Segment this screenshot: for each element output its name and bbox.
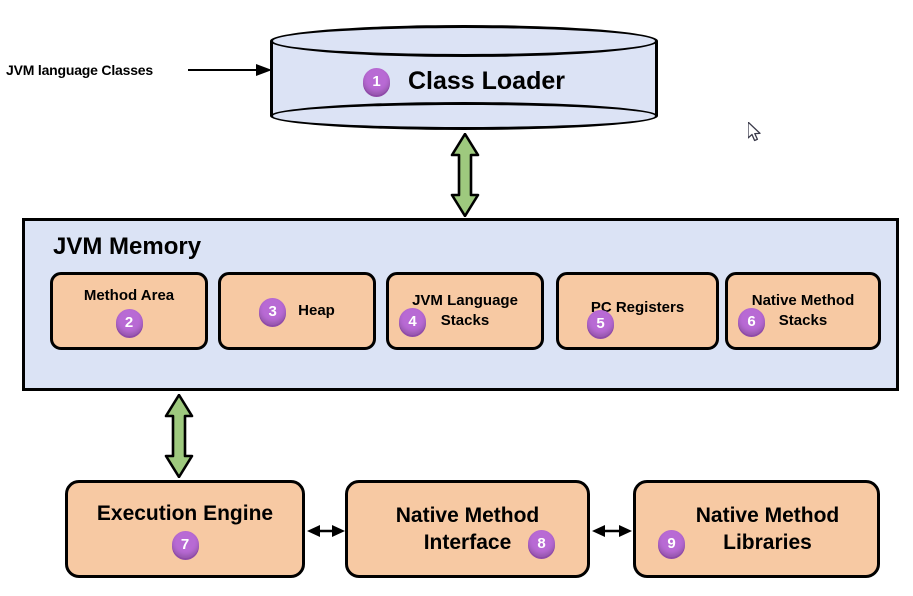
native-method-stacks-label-line2: Stacks [778, 312, 828, 329]
class-loader-memory-arrow [450, 133, 480, 217]
badge-2: 2 [115, 308, 143, 336]
memory-boxes-row: Method Area 2 3 Heap JVM Language Stacks [25, 272, 896, 352]
native-method-stacks-label-line1: Native Method [751, 291, 855, 309]
method-area-content: Method Area 2 [53, 275, 205, 347]
class-loader-content: 1 Class Loader [270, 51, 658, 111]
jvm-memory-container: JVM Memory Method Area 2 3 Heap [22, 218, 899, 391]
classes-to-class-loader-arrow [188, 62, 272, 78]
cylinder-top-ellipse [270, 25, 658, 57]
pc-registers-content: PC Registers 5 [559, 275, 716, 347]
jvm-language-classes-label: JVM language Classes [6, 62, 153, 78]
jvm-language-stacks-label-line2: Stacks [440, 312, 490, 329]
engine-to-interface-arrow [307, 523, 345, 539]
jvm-language-stacks-label-line1: JVM Language [412, 291, 518, 309]
native-method-stacks-content: Native Method Stacks 6 [728, 275, 878, 347]
native-method-interface-label-line1: Native Method [395, 503, 540, 527]
memory-box-pc-registers[interactable]: PC Registers 5 [556, 272, 719, 350]
jvm-language-stacks-content: JVM Language Stacks 4 [389, 275, 541, 347]
class-loader-label: Class Loader [407, 66, 565, 95]
memory-execution-engine-arrow [164, 394, 194, 478]
memory-box-jvm-language-stacks[interactable]: JVM Language Stacks 4 [386, 272, 544, 350]
execution-engine-content: Execution Engine 7 [68, 483, 302, 575]
execution-engine-box[interactable]: Execution Engine 7 [65, 480, 305, 578]
pc-registers-label: PC Registers [590, 298, 685, 316]
native-method-libraries-content: Native Method Libraries 9 [636, 483, 877, 575]
native-method-libraries-box[interactable]: Native Method Libraries 9 [633, 480, 880, 578]
jvm-memory-title: JVM Memory [53, 233, 202, 260]
badge-6: 6 [738, 308, 765, 335]
badge-4: 4 [399, 308, 426, 335]
memory-box-native-method-stacks[interactable]: Native Method Stacks 6 [725, 272, 881, 350]
badge-7: 7 [171, 530, 199, 558]
mouse-cursor-icon [747, 121, 764, 144]
badge-1: 1 [362, 67, 390, 95]
native-method-libraries-label: Native Method Libraries [674, 502, 840, 557]
badge-8: 8 [528, 530, 555, 557]
method-area-label: Method Area [83, 287, 175, 305]
native-method-libraries-label-line1: Native Method [695, 503, 840, 527]
native-method-interface-label-line2: Interface [423, 531, 512, 554]
interface-to-libraries-arrow [592, 523, 632, 539]
native-method-interface-box[interactable]: Native Method Interface 8 [345, 480, 590, 578]
native-method-stacks-label: Native Method Stacks [752, 291, 855, 332]
heap-content: 3 Heap [221, 275, 373, 347]
class-loader-cylinder[interactable]: 1 Class Loader [270, 25, 658, 130]
memory-box-heap[interactable]: 3 Heap [218, 272, 376, 350]
memory-box-method-area[interactable]: Method Area 2 [50, 272, 208, 350]
cylinder-bottom-ellipse [270, 102, 658, 130]
badge-5: 5 [587, 310, 614, 337]
native-method-interface-content: Native Method Interface 8 [348, 483, 587, 575]
badge-3: 3 [259, 297, 287, 325]
native-method-interface-label: Native Method Interface [396, 502, 540, 557]
badge-9: 9 [658, 530, 685, 557]
jvm-language-stacks-label: JVM Language Stacks [412, 291, 518, 332]
execution-engine-label: Execution Engine [96, 502, 274, 526]
heap-label: Heap [298, 301, 335, 319]
native-method-libraries-label-line2: Libraries [723, 531, 812, 554]
